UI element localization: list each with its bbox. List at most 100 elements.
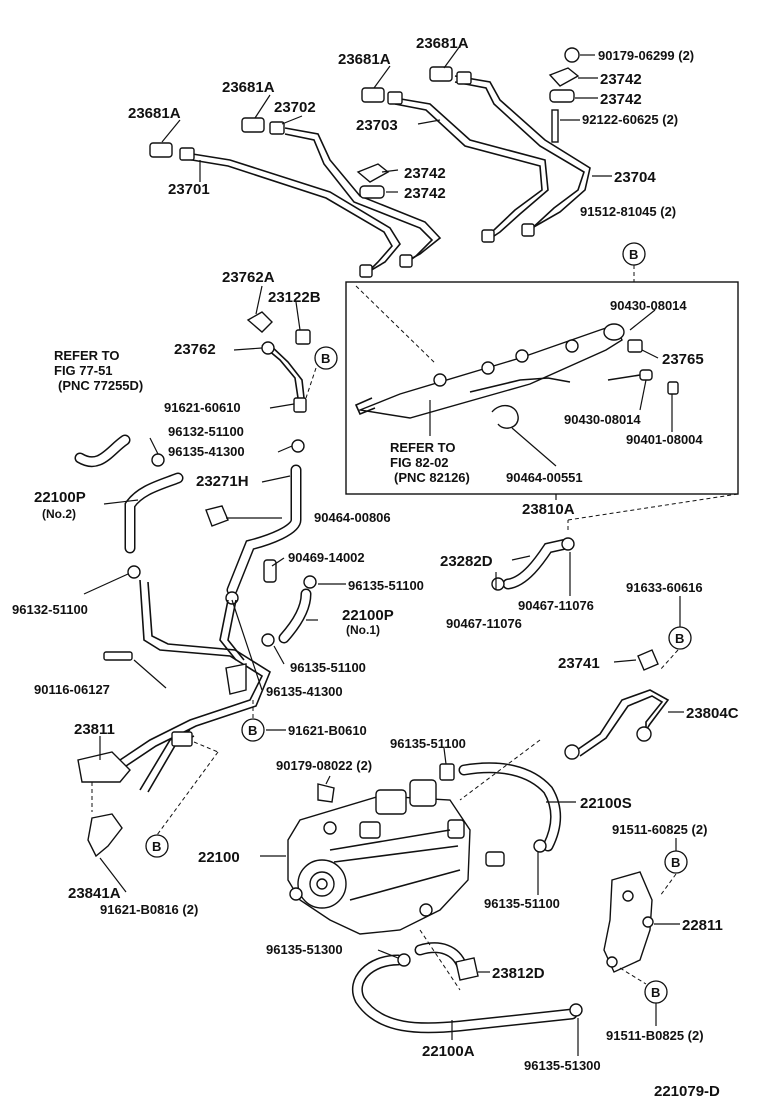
- label-96135-51100-c: 96135-51100: [390, 736, 466, 751]
- label-23704: 23704: [614, 169, 656, 186]
- callout-b-3: B: [248, 723, 257, 738]
- label-23804c: 23804C: [686, 705, 739, 722]
- label-23702: 23702: [274, 99, 316, 116]
- label-22811: 22811: [682, 917, 723, 934]
- hose-clamp-icon: [439, 763, 455, 781]
- middle-left-leaders: [83, 285, 346, 893]
- clamp-icon: [356, 163, 390, 183]
- hose-clamp-icon: [303, 575, 317, 589]
- label-22100p-no1: 22100P: [342, 607, 394, 624]
- label-22100: 22100: [198, 849, 240, 866]
- label-23681a-1: 23681A: [128, 105, 181, 122]
- label-90179-08022: 90179-08022 (2): [276, 758, 372, 773]
- label-96135-51100-a: 96135-51100: [348, 578, 424, 593]
- label-90467-11076-b: 90467-11076: [446, 616, 522, 631]
- label-90464-00806: 90464-00806: [314, 510, 391, 525]
- label-23742-c: 23742: [600, 71, 642, 88]
- bottom-leaders: [260, 747, 579, 1056]
- middle-right-parts: [491, 493, 739, 985]
- callout-b-7: B: [651, 985, 660, 1000]
- hose-clamp-icon: [151, 453, 165, 467]
- label-23742-b: 23742: [404, 185, 446, 202]
- label-23810a: 23810A: [522, 501, 575, 518]
- label-92122-60625: 92122-60625 (2): [582, 112, 678, 127]
- top-labels: 23681A 23701 23681A 23702 23681A 23703 2…: [128, 35, 694, 219]
- hose-clamp-icon: [533, 839, 547, 853]
- label-91621-b0610: 91621-B0610: [288, 723, 367, 738]
- clamp-icon: [548, 67, 580, 87]
- label-23742-d: 23742: [600, 91, 642, 108]
- label-91511-b0825: 91511-B0825 (2): [606, 1028, 704, 1043]
- label-91511-60825: 91511-60825 (2): [612, 822, 707, 837]
- injection-pump: [287, 763, 505, 935]
- refer2-line1: REFER TO: [390, 440, 456, 455]
- label-96135-41300-b: 96135-41300: [266, 684, 343, 699]
- hose-clamp-icon: [127, 565, 141, 579]
- bolt-icon: [295, 329, 311, 345]
- refer1-line3: (PNC 77255D): [58, 378, 143, 393]
- label-23122b: 23122B: [268, 289, 321, 306]
- middle-right-labels: 23282D 90467-11076 90467-11076 91633-606…: [440, 553, 739, 722]
- callout-b-1: B: [629, 247, 638, 262]
- label-23282d: 23282D: [440, 553, 493, 570]
- label-90116-06127: 90116-06127: [34, 682, 110, 697]
- label-96132-51100-a: 96132-51100: [168, 424, 244, 439]
- clip-icon: [455, 957, 479, 981]
- label-96135-51100-b: 96135-51100: [290, 660, 366, 675]
- label-no2: (No.2): [42, 507, 76, 521]
- middle-left-parts: [74, 311, 317, 858]
- box-labels: 90430-08014 23765 90430-08014 90401-0800…: [390, 298, 704, 518]
- figure-code: 221079-D: [654, 1083, 720, 1100]
- callout-b-2: B: [321, 351, 330, 366]
- bolt-icon: [551, 109, 559, 143]
- label-23741: 23741: [558, 655, 600, 672]
- label-90469-14002: 90469-14002: [288, 550, 365, 565]
- injection-pipes: [149, 47, 591, 278]
- label-22100p-no2: 22100P: [34, 489, 86, 506]
- bracket-icon: [87, 813, 123, 858]
- label-23701: 23701: [168, 181, 210, 198]
- pipe-nut-icon: [241, 117, 265, 133]
- label-no1: (No.1): [346, 623, 380, 637]
- label-90179-06299: 90179-06299 (2): [598, 48, 694, 63]
- label-96135-51300-b: 96135-51300: [524, 1058, 601, 1073]
- label-91621-b0816: 91621-B0816 (2): [100, 902, 198, 917]
- clamp-icon: [359, 185, 385, 199]
- label-23681a-2: 23681A: [222, 79, 275, 96]
- label-23742-a: 23742: [404, 165, 446, 182]
- nut-icon: [317, 783, 335, 803]
- bracket-icon: [246, 311, 273, 333]
- middle-right-leaders: [495, 552, 684, 1026]
- label-90430-08014-a: 90430-08014: [610, 298, 687, 313]
- pipe-nut-icon: [361, 87, 385, 103]
- clip-icon: [205, 505, 229, 527]
- label-23762: 23762: [174, 341, 216, 358]
- label-22100s: 22100S: [580, 795, 632, 812]
- bottom-labels: 96135-51100 90179-08022 (2) 22100S 91511…: [68, 736, 723, 1100]
- bolt-icon: [667, 381, 679, 395]
- label-96135-51300-a: 96135-51300: [266, 942, 343, 957]
- label-90467-11076-a: 90467-11076: [518, 598, 594, 613]
- label-91621-60610: 91621-60610: [164, 400, 241, 415]
- clamp-icon: [491, 405, 519, 429]
- bracket-icon: [225, 663, 247, 695]
- fuel-rail-box: [345, 265, 739, 500]
- top-leaders: [161, 45, 612, 193]
- refer2-line2: FIG 82-02: [390, 455, 449, 470]
- hose-clamp-icon: [569, 1003, 583, 1017]
- bracket-icon: [603, 871, 653, 973]
- middle-left-labels: 23762A 23122B 23762 REFER TO FIG 77-51 (…: [12, 269, 424, 738]
- refer1-line1: REFER TO: [54, 348, 120, 363]
- hose-clamp-icon: [491, 577, 505, 591]
- pipe-nut-icon: [149, 142, 173, 158]
- bottom-hoses: [352, 739, 583, 1034]
- label-90464-00551: 90464-00551: [506, 470, 583, 485]
- label-23765: 23765: [662, 351, 704, 368]
- label-23703: 23703: [356, 117, 398, 134]
- refer2-line3: (PNC 82126): [394, 470, 470, 485]
- hose-clamp-icon: [397, 953, 411, 967]
- hose-clamp-icon: [261, 633, 275, 647]
- refer1-line2: FIG 77-51: [54, 363, 113, 378]
